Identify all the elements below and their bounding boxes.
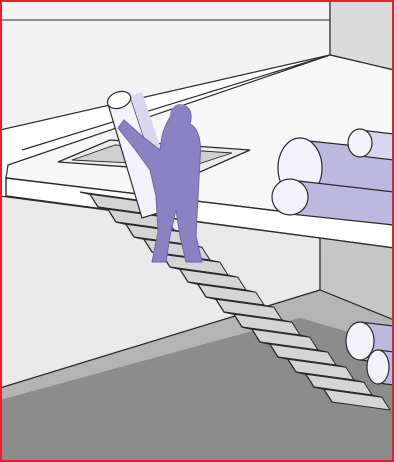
roll-upper-top-end: [348, 129, 372, 157]
roll-upper-front-end: [272, 179, 308, 215]
roll-lower-front-end: [367, 350, 389, 384]
person-head: [170, 104, 190, 128]
upper-rolls: [272, 129, 394, 225]
roll-lower-back-end: [346, 322, 374, 360]
